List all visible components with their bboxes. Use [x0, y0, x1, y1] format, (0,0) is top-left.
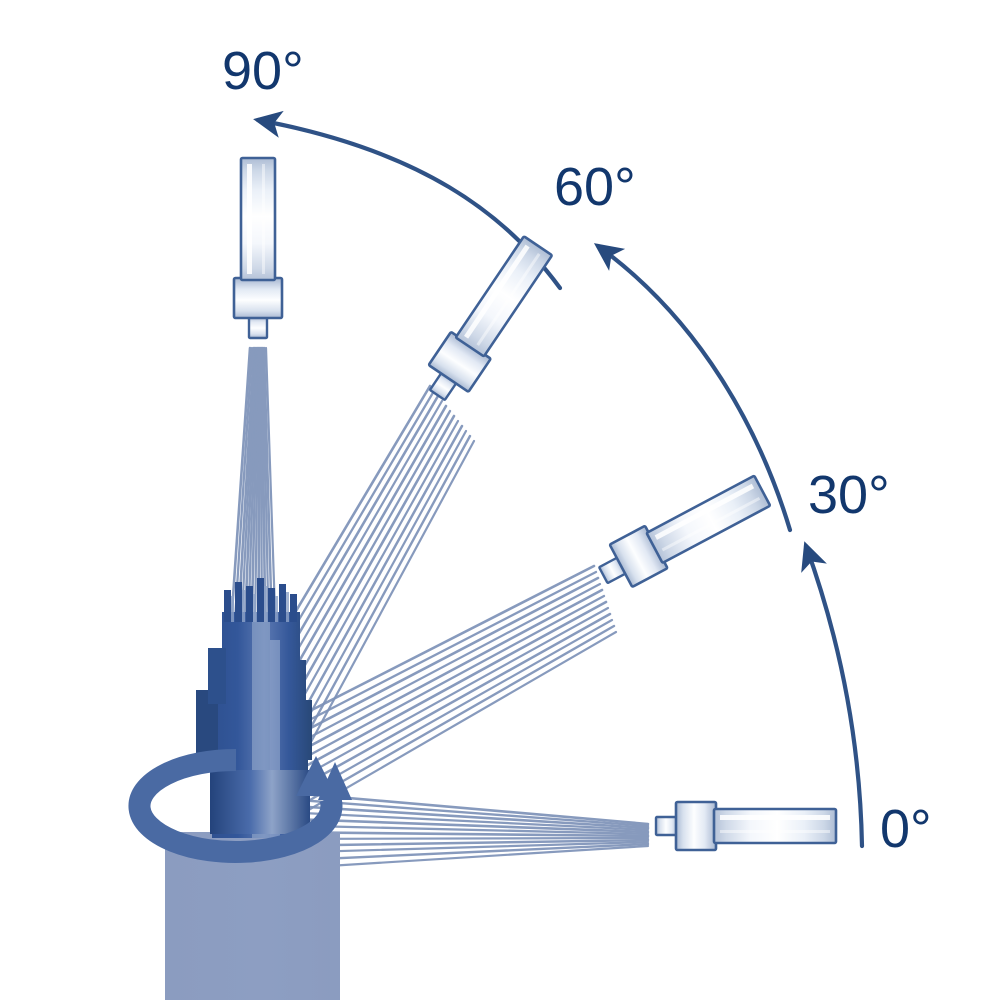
connector-shoulder-lower	[196, 690, 218, 768]
angle-label-90: 90°	[222, 41, 304, 101]
connector-shoulder-upper	[208, 648, 226, 704]
angle-arcs	[253, 110, 865, 849]
angle-label-0: 0°	[880, 799, 932, 859]
arc-30	[801, 541, 865, 849]
nozzle-0[interactable]	[654, 800, 838, 852]
nozzle-90[interactable]	[232, 156, 284, 340]
angle-label-30: 30°	[808, 465, 890, 525]
nozzle-30[interactable]	[590, 468, 775, 598]
connector-ferrule	[210, 770, 310, 834]
cable-assembly	[165, 578, 340, 1000]
fan-30	[247, 564, 618, 821]
nozzle-60[interactable]	[416, 231, 560, 410]
angle-label-60: 60°	[554, 157, 636, 217]
fiber-crimp-teeth-light	[231, 586, 289, 622]
base-rotation-arrow	[128, 748, 352, 863]
arc-60	[593, 243, 793, 533]
fiber-crimp-teeth	[224, 578, 297, 622]
